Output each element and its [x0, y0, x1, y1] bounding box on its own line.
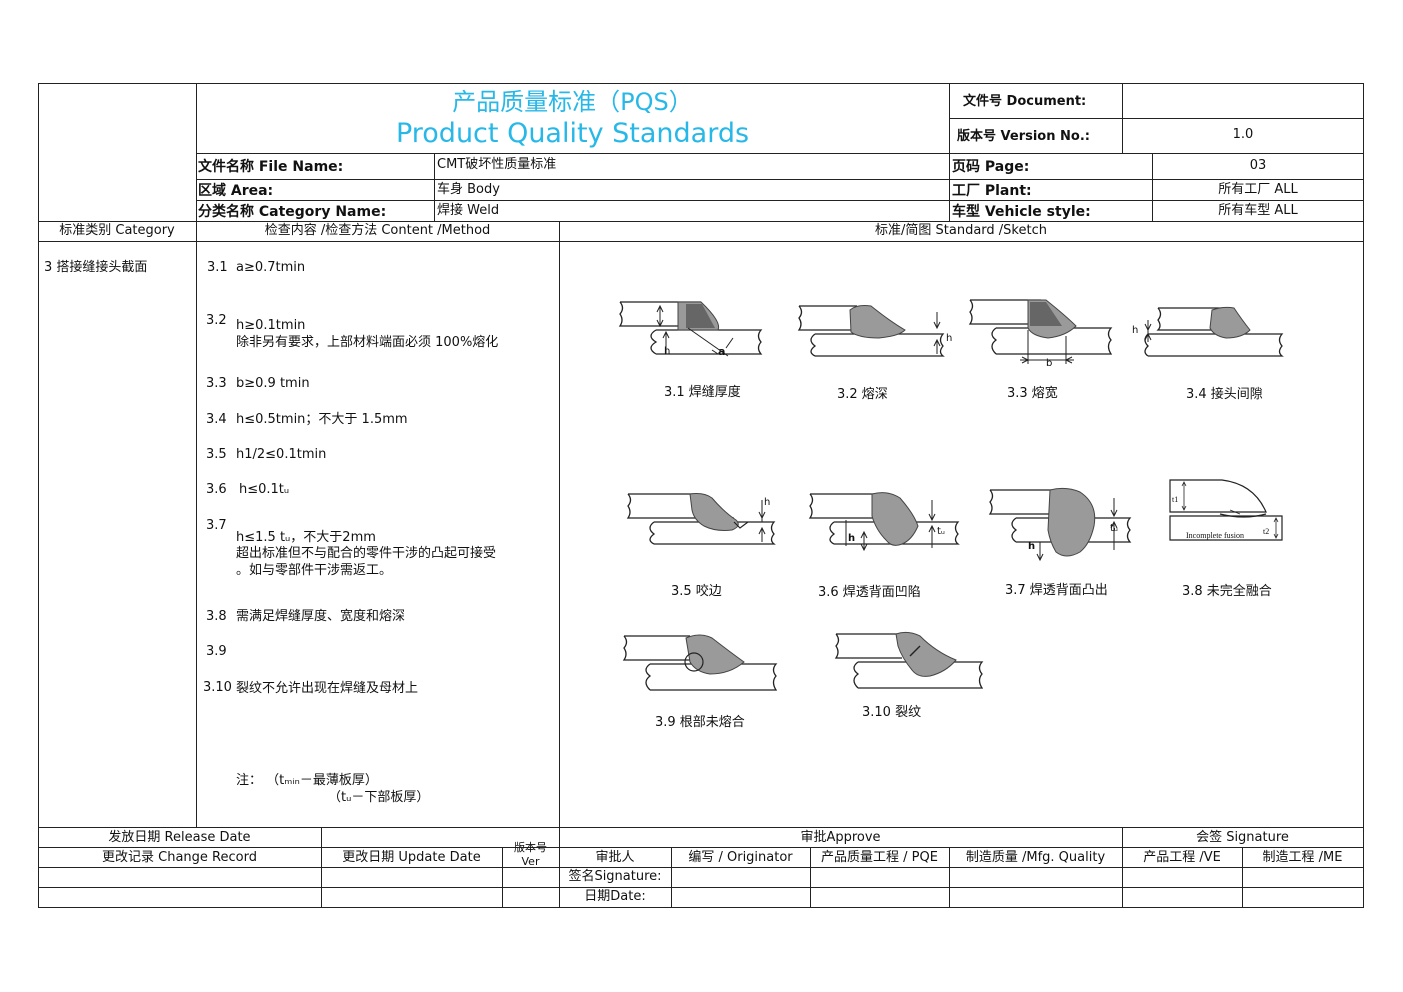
- category-name-label: 分类名称 Category Name:: [198, 204, 387, 220]
- sketch-lack-of-root-fusion: [622, 634, 778, 691]
- item-line: h≤0.5tmin；不大于 1.5mm: [236, 412, 408, 427]
- plant-label: 工厂 Plant:: [952, 183, 1032, 199]
- sketch-caption: 3.6 焊透背面凹陷: [818, 585, 921, 600]
- item-line: 裂纹不允许出现在焊缝及母材上: [236, 681, 419, 696]
- column-category: 标准类别 Category: [59, 223, 175, 238]
- me-label: 制造工程 /ME: [1262, 850, 1343, 865]
- column-content: 检查内容 /检查方法 Content /Method: [264, 223, 491, 238]
- pqe-label: 产品质量工程 / PQE: [821, 850, 938, 865]
- item-number: 3.2: [206, 313, 227, 328]
- sketch-label-t1: t1: [1172, 495, 1179, 504]
- sketch-caption: 3.8 未完全融合: [1182, 584, 1272, 599]
- approver-label: 审批人: [595, 850, 635, 865]
- sketch-root-convexity: [988, 487, 1132, 562]
- sketch-caption: 3.4 接头间隙: [1186, 387, 1263, 402]
- ve-label: 产品工程 /VE: [1143, 850, 1221, 865]
- sketch-label-b: b: [1046, 358, 1053, 369]
- signature-label: 会签 Signature: [1196, 830, 1289, 845]
- area-value: 车身 Body: [437, 182, 500, 197]
- sketch-label-incomplete-fusion: Incomplete fusion: [1186, 531, 1244, 540]
- sketch-caption: 3.7 焊透背面凸出: [1005, 583, 1108, 598]
- note-line: （tᵤ－下部板厚）: [328, 790, 430, 805]
- sketch-penetration: [797, 305, 945, 357]
- mfg-quality-label: 制造质量 /Mfg. Quality: [965, 850, 1106, 865]
- sketch-label-h: h: [1028, 541, 1036, 552]
- column-standard: 标准/简图 Standard /Sketch: [875, 223, 1047, 238]
- release-date-label: 发放日期 Release Date: [108, 830, 251, 845]
- sketch-label-tu: tᵤ: [1110, 523, 1118, 534]
- date-row-label: 日期Date:: [584, 889, 646, 904]
- sketch-root-concavity: [808, 492, 960, 552]
- category-value: 3 搭接缝接头截面: [44, 260, 148, 275]
- sketch-label-h: h: [764, 497, 771, 508]
- plant-value: 所有工厂 ALL: [1218, 182, 1298, 197]
- change-record-label: 更改记录 Change Record: [102, 850, 257, 865]
- sketch-incomplete-fusion: [1169, 479, 1283, 541]
- sketch-label-h: h: [848, 533, 856, 544]
- vehicle-label: 车型 Vehicle style:: [952, 204, 1091, 220]
- sketch-caption: 3.5 咬边: [671, 584, 722, 599]
- area-label: 区域 Area:: [198, 183, 274, 199]
- title-chinese: 产品质量标准（PQS）: [452, 88, 693, 116]
- item-number: 3.10: [203, 680, 232, 695]
- item-line: 。如与零部件干涉需返工。: [236, 563, 393, 578]
- version-cn-label: 版本号: [514, 841, 547, 854]
- file-name-label: 文件名称 File Name:: [198, 159, 344, 175]
- title-english: Product Quality Standards: [395, 118, 750, 149]
- sketch-label-h: h: [946, 333, 953, 344]
- sketch-caption: 3.3 熔宽: [1007, 386, 1058, 401]
- version-value: 1.0: [1232, 127, 1254, 142]
- page-value: 03: [1249, 158, 1267, 173]
- page-label: 页码 Page:: [952, 159, 1030, 175]
- sketch-label-a: a: [718, 345, 726, 358]
- item-line: 除非另有要求，上部材料端面必须 100%熔化: [236, 335, 499, 350]
- sketch-label-t2: t2: [1263, 527, 1270, 536]
- document-label: 文件号 Document:: [963, 94, 1087, 109]
- originator-label: 编写 / Originator: [688, 850, 793, 865]
- sketch-weld-thickness: [618, 301, 763, 357]
- item-line: 需满足焊缝厚度、宽度和熔深: [236, 609, 406, 624]
- item-line: 超出标准但不与配合的零件干涉的凸起可接受: [236, 546, 497, 561]
- sketch-caption: 3.9 根部未熔合: [655, 715, 745, 730]
- item-number: 3.7: [206, 518, 227, 533]
- sketch-undercut: [626, 493, 776, 545]
- item-number: 3.3: [206, 376, 227, 391]
- version-en-label: Ver: [521, 855, 540, 868]
- sketch-label-h: h: [1132, 325, 1139, 336]
- sketch-caption: 3.1 焊缝厚度: [664, 385, 741, 400]
- vehicle-value: 所有车型 ALL: [1218, 203, 1298, 218]
- item-number: 3.8: [206, 609, 227, 624]
- sketch-caption: 3.2 熔深: [837, 387, 888, 402]
- approve-label: 审批Approve: [800, 830, 881, 845]
- update-date-label: 更改日期 Update Date: [342, 850, 481, 865]
- sketch-weld-width: [968, 299, 1113, 364]
- sketch-label-tu: tᵤ: [937, 526, 945, 537]
- category-name-value: 焊接 Weld: [437, 203, 500, 218]
- item-number: 3.9: [206, 644, 227, 659]
- item-line: b≥0.9 tmin: [236, 376, 310, 391]
- item-line: h≥0.1tmin: [236, 318, 306, 333]
- sketch-label-h: h: [664, 346, 671, 357]
- file-name-value: CMT破坏性质量标准: [437, 157, 557, 172]
- sketch-crack: [834, 631, 984, 689]
- sketch-joint-gap: [1144, 306, 1284, 357]
- item-line: a≥0.7tmin: [236, 260, 306, 275]
- sketch-caption: 3.10 裂纹: [862, 705, 922, 720]
- version-label: 版本号 Version No.:: [957, 129, 1090, 144]
- note-line: 注： （tₘᵢₙ－最薄板厚）: [236, 773, 378, 788]
- item-line: h≤1.5 tᵤ，不大于2mm: [236, 530, 376, 545]
- item-line: h≤0.1tᵤ: [239, 482, 290, 497]
- signature-row-label: 签名Signature:: [568, 869, 662, 884]
- item-line: h1/2≤0.1tmin: [236, 447, 327, 462]
- item-number: 3.5: [206, 447, 227, 462]
- item-number: 3.1: [207, 260, 228, 275]
- item-number: 3.4: [206, 412, 227, 427]
- item-number: 3.6: [206, 482, 227, 497]
